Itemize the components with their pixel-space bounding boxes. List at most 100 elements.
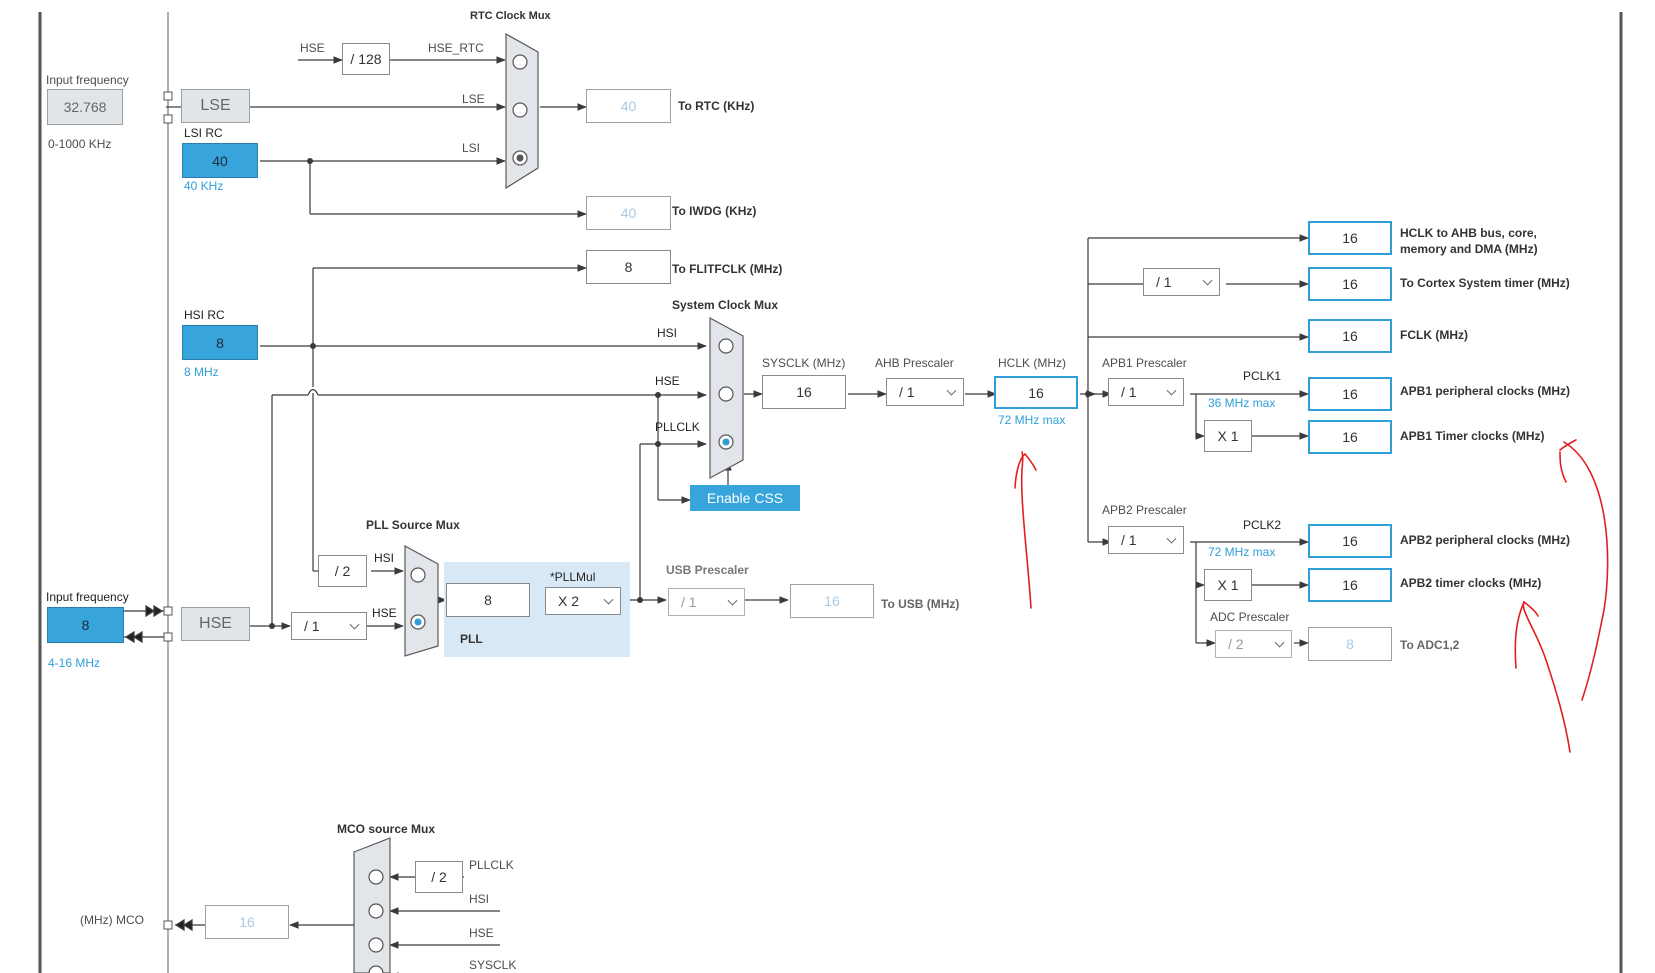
adc-prescaler-select[interactable]: / 2 — [1215, 630, 1292, 658]
lse-block[interactable]: LSE — [181, 89, 250, 123]
hse-prediv-value: / 1 — [304, 618, 320, 634]
pclk2-label: PCLK2 — [1243, 518, 1282, 532]
pllsrc-hsi-label: HSI — [374, 551, 395, 565]
hclk-ahb-output-field[interactable]: 16 — [1308, 221, 1392, 255]
chevron-down-icon — [1202, 275, 1213, 286]
pllmul-value: X 2 — [558, 593, 580, 609]
flitfclk-output-field[interactable]: 8 — [586, 250, 671, 284]
pll-source-mux-shape — [404, 544, 439, 657]
sysmux-hsi-label: HSI — [657, 326, 678, 340]
pllmul-select[interactable]: X 2 — [545, 587, 621, 615]
mco-mux-title: MCO source Mux — [337, 822, 436, 836]
usb-prescaler-value: / 1 — [681, 594, 697, 610]
hse-input-frequency-label: Input frequency — [46, 590, 129, 604]
chevron-down-icon — [349, 619, 360, 630]
apb1-prescaler-value: / 1 — [1121, 384, 1137, 400]
hse-range-label: 4-16 MHz — [48, 656, 101, 670]
apb1-max-label: 36 MHz max — [1208, 396, 1276, 410]
ahb-prescaler-label: AHB Prescaler — [875, 356, 954, 370]
apb1-timer-output-field[interactable]: 16 — [1308, 420, 1392, 454]
adc-prescaler-label: ADC Prescaler — [1210, 610, 1290, 624]
apb1-peripheral-output-label: APB1 peripheral clocks (MHz) — [1400, 384, 1571, 398]
pll-input-field[interactable]: 8 — [446, 583, 530, 617]
enable-css-button[interactable]: Enable CSS — [690, 485, 800, 511]
adc-output-label: To ADC1,2 — [1400, 638, 1460, 652]
hclk-field[interactable]: 16 — [994, 376, 1078, 409]
iwdg-output-label: To IWDG (KHz) — [672, 204, 757, 218]
mco-hsi-label: HSI — [469, 892, 490, 906]
hse-block[interactable]: HSE — [181, 607, 250, 641]
cortex-timer-output-label: To Cortex System timer (MHz) — [1400, 276, 1570, 290]
apb1-prescaler-label: APB1 Prescaler — [1102, 356, 1187, 370]
mco-output-field[interactable]: 16 — [205, 905, 289, 939]
sysmux-hse-label: HSE — [655, 374, 680, 388]
apb1-prescaler-select[interactable]: / 1 — [1108, 378, 1184, 406]
rtc-lse-label: LSE — [462, 92, 485, 106]
cortex-prescaler-value: / 1 — [1156, 274, 1172, 290]
hsi-rc-label: HSI RC — [184, 308, 225, 322]
hsi-div2-box: / 2 — [318, 555, 367, 587]
apb2-timer-output-label: APB2 timer clocks (MHz) — [1400, 576, 1542, 590]
hsi-rc-block[interactable]: 8 — [182, 325, 258, 360]
apb2-peripheral-output-field[interactable]: 16 — [1308, 524, 1392, 558]
rtc-lsi-label: LSI — [462, 141, 481, 155]
hclk-label: HCLK (MHz) — [998, 356, 1066, 370]
usb-output-label: To USB (MHz) — [881, 597, 960, 611]
rtc-output-field[interactable]: 40 — [586, 89, 671, 123]
adc-output-field[interactable]: 8 — [1308, 627, 1392, 661]
sysclk-label: SYSCLK (MHz) — [762, 356, 846, 370]
chevron-down-icon — [946, 385, 957, 396]
mco-output-label: (MHz) MCO — [80, 913, 144, 927]
cortex-timer-output-field[interactable]: 16 — [1308, 267, 1392, 301]
pll-source-mux-title: PLL Source Mux — [366, 518, 460, 532]
hse-input-frequency-field[interactable]: 8 — [47, 607, 124, 643]
chevron-down-icon — [1274, 637, 1285, 648]
hse-rtc-label: HSE_RTC — [428, 41, 484, 55]
apb2-timer-output-field[interactable]: 16 — [1308, 568, 1392, 602]
mco-sysclk-label: SYSCLK — [469, 958, 517, 972]
hclk-max-label: 72 MHz max — [998, 413, 1066, 427]
flitfclk-output-label: To FLITFCLK (MHz) — [672, 262, 783, 276]
sysclk-field[interactable]: 16 — [762, 375, 846, 409]
system-clock-mux-title: System Clock Mux — [672, 298, 779, 312]
apb2-timer-multiplier: X 1 — [1204, 569, 1252, 601]
lse-input-frequency-field[interactable]: 32.768 — [47, 89, 123, 125]
hclk-ahb-output-label-2: memory and DMA (MHz) — [1400, 242, 1538, 256]
chevron-down-icon — [1166, 385, 1177, 396]
ahb-prescaler-value: / 1 — [899, 384, 915, 400]
chevron-down-icon — [1166, 533, 1177, 544]
apb2-max-label: 72 MHz max — [1208, 545, 1276, 559]
apb1-timer-output-label: APB1 Timer clocks (MHz) — [1400, 429, 1545, 443]
fclk-output-label: FCLK (MHz) — [1400, 328, 1468, 342]
lse-input-frequency-label: Input frequency — [46, 73, 129, 87]
apb2-prescaler-label: APB2 Prescaler — [1102, 503, 1187, 517]
usb-prescaler-label: USB Prescaler — [666, 563, 749, 577]
mco-hse-label: HSE — [469, 926, 494, 940]
cortex-prescaler-select[interactable]: / 1 — [1143, 268, 1220, 296]
rtc-output-label: To RTC (KHz) — [678, 99, 755, 113]
hclk-ahb-output-label-1: HCLK to AHB bus, core, — [1400, 226, 1537, 240]
apb1-peripheral-output-field[interactable]: 16 — [1308, 377, 1392, 411]
chevron-down-icon — [727, 595, 738, 606]
mco-pllclk-label: PLLCLK — [469, 858, 514, 872]
ahb-prescaler-select[interactable]: / 1 — [886, 378, 964, 406]
pllsrc-hse-label: HSE — [372, 606, 397, 620]
usb-output-field[interactable]: 16 — [790, 584, 874, 618]
apb1-timer-multiplier: X 1 — [1204, 420, 1252, 452]
apb2-prescaler-select[interactable]: / 1 — [1108, 526, 1184, 554]
lse-range-label: 0-1000 KHz — [48, 137, 112, 151]
apb2-peripheral-output-label: APB2 peripheral clocks (MHz) — [1400, 533, 1571, 547]
apb2-prescaler-value: / 1 — [1121, 532, 1137, 548]
lsi-rc-block[interactable]: 40 — [182, 143, 258, 178]
sysmux-pllclk-label: PLLCLK — [655, 420, 700, 434]
hse-prediv-select[interactable]: / 1 — [291, 612, 367, 640]
fclk-output-field[interactable]: 16 — [1308, 319, 1392, 353]
annotation-arrows — [1014, 439, 1609, 753]
chevron-down-icon — [603, 594, 614, 605]
usb-prescaler-select[interactable]: / 1 — [668, 588, 745, 616]
pllclk-div2-box: / 2 — [415, 861, 463, 893]
iwdg-output-field[interactable]: 40 — [586, 196, 671, 230]
pllmul-label: *PLLMul — [550, 570, 596, 584]
pclk1-label: PCLK1 — [1243, 369, 1282, 383]
